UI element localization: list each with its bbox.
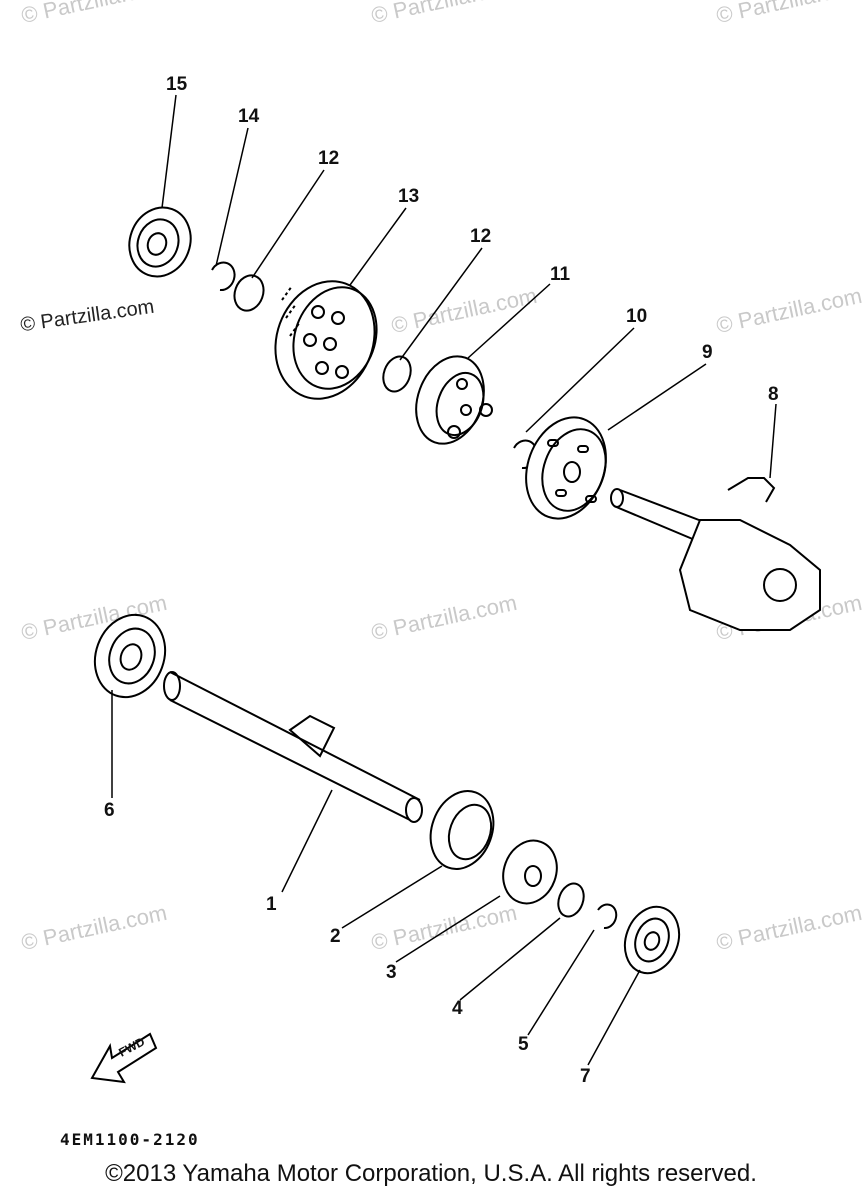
washer-4-icon [557,882,585,918]
washer-12b-icon [382,355,412,393]
washer-12-icon [233,274,265,312]
gear-hub-11-icon [415,355,493,445]
diagram-code: 4EM1100-2120 [60,1130,200,1149]
shaft-assembly-8-icon [610,477,821,631]
gear-9-icon [525,416,607,520]
bearing-15-icon [128,206,192,278]
callout-15: 15 [166,74,188,95]
main-shaft-1-icon [163,671,423,823]
callout-1: 1 [266,894,277,915]
callout-6: 6 [104,800,115,821]
callout-2: 2 [330,926,341,947]
gear-2-icon [429,790,495,870]
bearing-7-icon [623,905,681,975]
callout-9: 9 [702,342,713,363]
callout-12a: 12 [318,148,340,169]
callout-4: 4 [452,998,463,1019]
callout-10: 10 [626,306,648,327]
callout-8: 8 [768,384,779,405]
callout-3: 3 [386,962,397,983]
callout-7: 7 [580,1066,591,1087]
fwd-arrow-icon [90,1032,158,1084]
gear-3-icon [502,839,558,905]
callout-5: 5 [518,1034,529,1055]
callout-13: 13 [398,186,420,207]
circlip-14-icon [211,261,236,292]
callout-11: 11 [550,264,571,285]
circlip-5-icon [597,903,618,930]
bearing-6-icon [93,613,167,699]
callout-14: 14 [238,106,260,127]
gear-13-icon [274,280,378,400]
callout-12b: 12 [470,226,492,247]
copyright-text: ©2013 Yamaha Motor Corporation, U.S.A. A… [105,1160,757,1187]
leader-lines [111,94,777,1066]
